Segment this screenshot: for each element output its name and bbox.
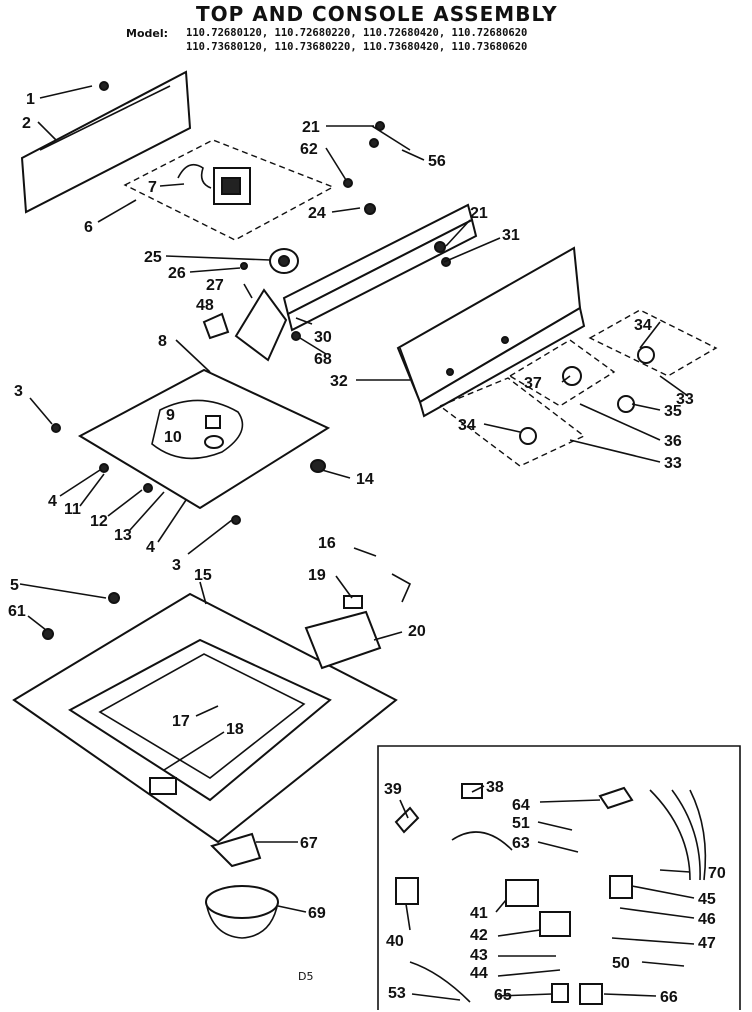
- diagram-title: TOP AND CONSOLE ASSEMBLY: [196, 2, 558, 26]
- callout-40: 40: [386, 933, 404, 950]
- screws-top: [343, 121, 411, 215]
- callout-56: 56: [428, 153, 446, 170]
- callout-65: 65: [494, 987, 512, 1004]
- callout-18: 18: [226, 721, 244, 738]
- callout-70: 70: [708, 865, 726, 882]
- callout-41: 41: [470, 905, 488, 922]
- model-numbers-line-2: 110.73680120, 110.73680220, 110.73680420…: [186, 41, 528, 53]
- model-label: Model:: [126, 27, 169, 40]
- callout-17: 17: [172, 713, 190, 730]
- callout-33b: 33: [664, 455, 682, 472]
- knob-and-bracket-parts: [202, 248, 301, 362]
- callout-4: 4: [48, 493, 57, 510]
- callout-69: 69: [308, 905, 326, 922]
- callout-16: 16: [318, 535, 336, 552]
- callout-48: 48: [196, 297, 214, 314]
- timer-group: [123, 139, 335, 241]
- callout-21: 21: [302, 119, 320, 136]
- callout-5: 5: [10, 577, 19, 594]
- callout-9: 9: [166, 407, 175, 424]
- callout-26: 26: [168, 265, 186, 282]
- callout-3: 3: [14, 383, 23, 400]
- callout-45: 45: [698, 891, 716, 908]
- callout-34b: 34: [458, 417, 476, 434]
- callout-64: 64: [512, 797, 530, 814]
- knob-groups: [438, 309, 718, 467]
- callout-62: 62: [300, 141, 318, 158]
- callout-47: 47: [698, 935, 716, 952]
- leader-lines: [19, 85, 695, 1001]
- callout-15: 15: [194, 567, 212, 584]
- callout-46: 46: [698, 911, 716, 928]
- main-top-cover-part: [51, 368, 331, 525]
- lid-switch-parts: [304, 573, 412, 670]
- callout-42: 42: [470, 927, 488, 944]
- callout-33: 33: [676, 391, 694, 408]
- callout-2: 2: [22, 115, 31, 132]
- callout-44: 44: [470, 965, 488, 982]
- callout-13: 13: [114, 527, 132, 544]
- model-numbers-line-1: 110.72680120, 110.72680220, 110.72680420…: [186, 27, 528, 39]
- callout-53: 53: [388, 985, 406, 1002]
- callout-14: 14: [356, 471, 374, 488]
- callout-43: 43: [470, 947, 488, 964]
- footer-code: D5: [298, 970, 314, 983]
- callout-67: 67: [300, 835, 318, 852]
- callout-39: 39: [384, 781, 402, 798]
- console-panel-part: [396, 246, 586, 418]
- callout-61: 61: [8, 603, 26, 620]
- callout-51: 51: [512, 815, 530, 832]
- callout-66: 66: [660, 989, 678, 1006]
- callout-31: 31: [502, 227, 520, 244]
- callout-36: 36: [664, 433, 682, 450]
- callout-30: 30: [314, 329, 332, 346]
- callout-3b: 3: [172, 557, 181, 574]
- washer-top-frame-part: [12, 592, 398, 844]
- agitator-cap-parts: [205, 832, 279, 939]
- callout-labels: 1 2 6 7 21 62 56 24 21 31 25 26 27 48 30…: [8, 91, 726, 1006]
- callout-27: 27: [206, 277, 224, 294]
- callout-32: 32: [330, 373, 348, 390]
- console-bracket-part: [282, 203, 478, 332]
- callout-1: 1: [26, 91, 35, 108]
- callout-24: 24: [308, 205, 326, 222]
- callout-25: 25: [144, 249, 162, 266]
- callout-11: 11: [64, 501, 81, 518]
- callout-34: 34: [634, 317, 652, 334]
- wiring-inset-box: [377, 745, 741, 1010]
- callout-63: 63: [512, 835, 530, 852]
- callout-35: 35: [664, 403, 682, 420]
- callout-10: 10: [164, 429, 182, 446]
- callout-6: 6: [84, 219, 93, 236]
- callout-8: 8: [158, 333, 167, 350]
- callout-4b: 4: [146, 539, 155, 556]
- callout-38: 38: [486, 779, 504, 796]
- rear-panel-part: [20, 70, 192, 214]
- callout-12: 12: [90, 513, 108, 530]
- callout-19: 19: [308, 567, 326, 584]
- callout-37: 37: [524, 375, 542, 392]
- callout-50: 50: [612, 955, 630, 972]
- callout-20: 20: [408, 623, 426, 640]
- callout-21b: 21: [470, 205, 488, 222]
- callout-7: 7: [148, 179, 157, 196]
- callout-68: 68: [314, 351, 332, 368]
